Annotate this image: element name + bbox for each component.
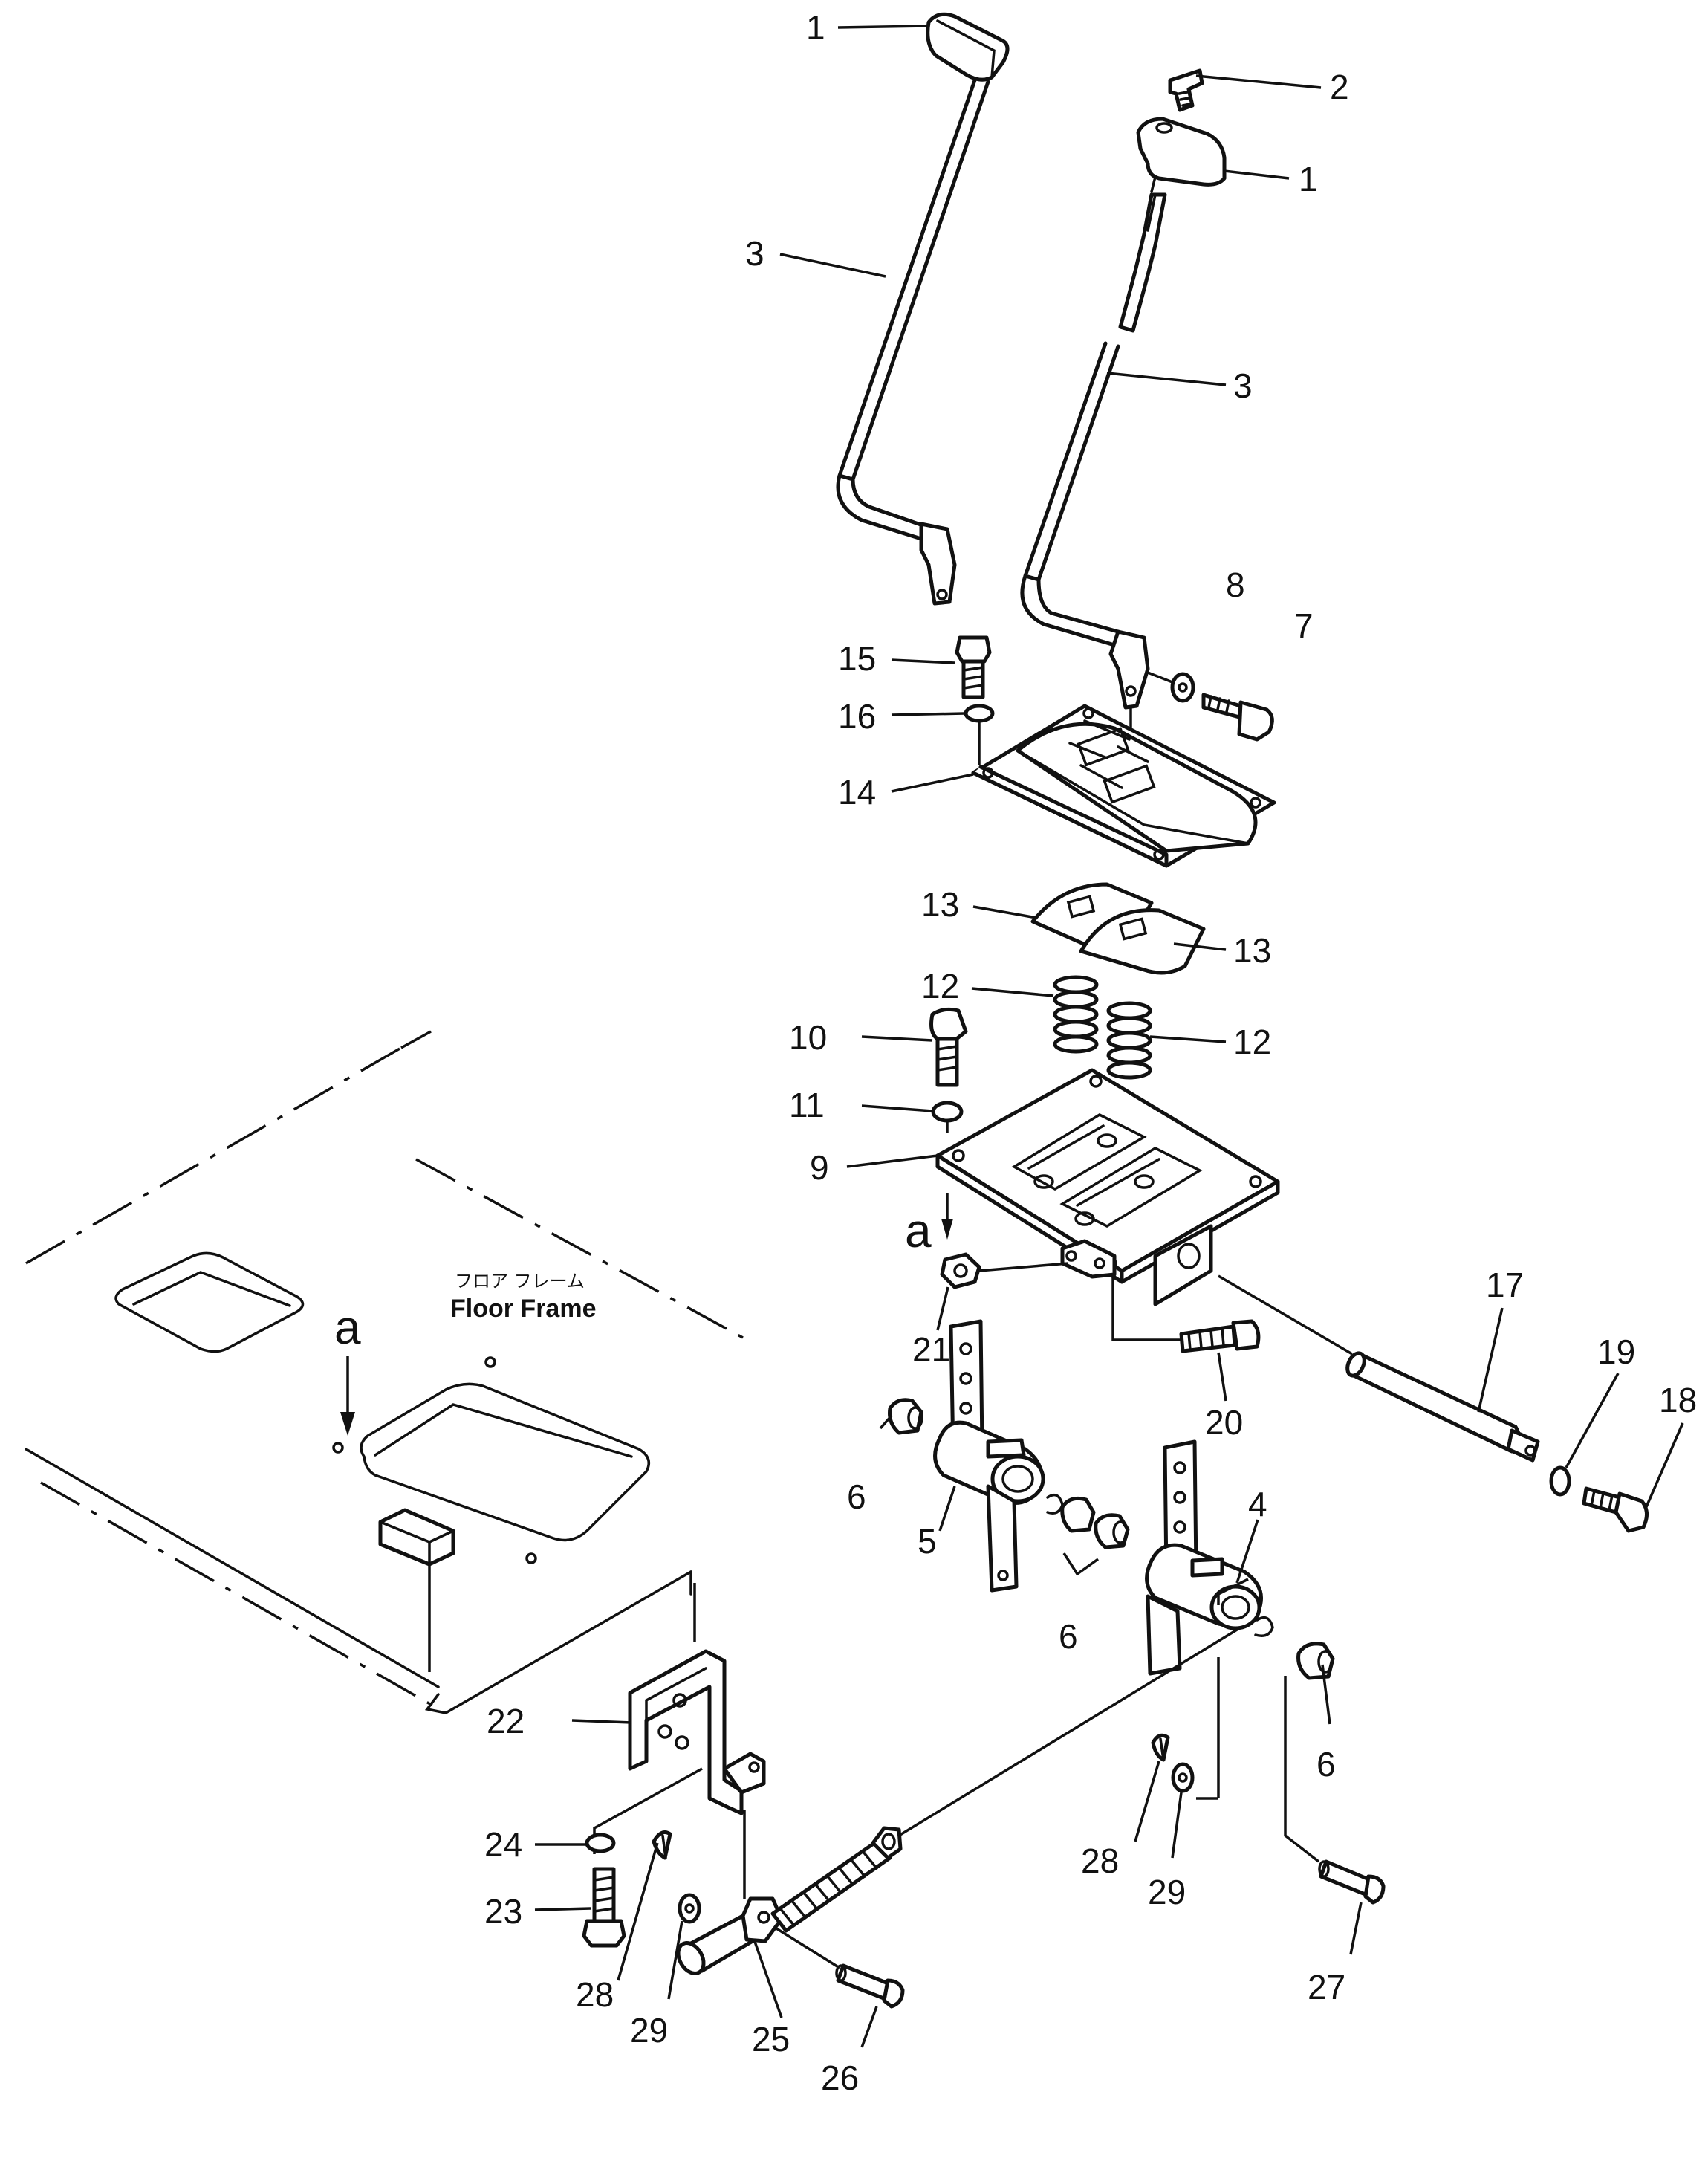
bolt-18 (1582, 1486, 1649, 1533)
callout-3-right: 3 (1233, 366, 1253, 405)
callout-2: 2 (1330, 68, 1349, 106)
bolt-7 (1201, 693, 1274, 742)
callout-17: 17 (1486, 1266, 1524, 1304)
floor-frame: フロア フレーム Floor Frame a (25, 1030, 744, 1714)
callout-28-right: 28 (1081, 1842, 1119, 1880)
washer-29-right (1171, 1762, 1195, 1793)
bolt-20 (1179, 1319, 1261, 1353)
callout-26: 26 (821, 2059, 859, 2097)
callout-1-left: 1 (806, 8, 825, 47)
nut-21 (940, 1252, 981, 1289)
cover-plate-14 (971, 704, 1276, 868)
pin-26 (835, 1963, 905, 2009)
bushing-6-c (1296, 1642, 1335, 1680)
callout-22: 22 (487, 1702, 525, 1740)
callout-15: 15 (838, 639, 876, 678)
rod-25 (676, 1626, 1242, 1975)
callout-4: 4 (1248, 1485, 1267, 1523)
callout-27: 27 (1308, 1968, 1345, 2006)
callout-5: 5 (918, 1522, 937, 1561)
bolt-10 (929, 1007, 968, 1087)
callout-24: 24 (484, 1825, 522, 1864)
cotter-pin-28-right (1151, 1733, 1170, 1762)
callout-29-left: 29 (630, 2011, 668, 2050)
callout-14: 14 (838, 773, 876, 812)
callout-6-c: 6 (1316, 1745, 1336, 1784)
pin-27 (1318, 1859, 1386, 1905)
callout-11: 11 (789, 1086, 825, 1124)
lever-arm-5 (933, 1319, 1064, 1593)
callout-12-left: 12 (921, 967, 959, 1005)
callout-9: 9 (810, 1148, 829, 1187)
bracket-22 (628, 1649, 766, 1815)
floor-frame-label-jp: フロア フレーム (455, 1271, 585, 1292)
lever-left (836, 12, 1010, 606)
washer-24 (585, 1833, 616, 1853)
callout-10: 10 (789, 1018, 827, 1057)
washer-19 (1549, 1465, 1571, 1497)
callout-29-right: 29 (1148, 1873, 1186, 1911)
bolt-23 (582, 1867, 626, 1948)
callout-8: 8 (1226, 566, 1245, 604)
callout-1-right: 1 (1299, 160, 1318, 198)
washer-11 (931, 1101, 964, 1123)
callout-20: 20 (1205, 1403, 1243, 1442)
callout-3-left: 3 (745, 234, 764, 273)
washer-16 (964, 704, 995, 723)
bushing-6-b (1060, 1496, 1130, 1549)
bracket-plate-9 (935, 1068, 1280, 1306)
callout-23: 23 (484, 1892, 522, 1931)
callout-13-left: 13 (921, 885, 959, 924)
callout-25: 25 (752, 2020, 790, 2059)
bolt-15 (955, 635, 992, 699)
spring-12-left (1053, 975, 1099, 1054)
callout-leaders (534, 25, 1684, 2048)
floor-frame-label: Floor Frame (450, 1295, 596, 1323)
bushing-6-a (888, 1398, 923, 1435)
callout-18: 18 (1659, 1381, 1697, 1419)
shaft-17 (1345, 1351, 1540, 1463)
callout-19: 19 (1597, 1332, 1635, 1371)
callout-numbers: 1 2 1 3 3 8 7 15 16 14 13 13 12 12 10 11… (484, 8, 1697, 2097)
spring-12-right (1106, 1001, 1152, 1080)
washer-29-left (678, 1893, 701, 1924)
callout-12-right: 12 (1233, 1023, 1271, 1061)
callout-28-left: 28 (576, 1975, 614, 2014)
screw-2 (1168, 68, 1204, 112)
lever-arm-4 (1145, 1439, 1274, 1676)
callout-13-right: 13 (1233, 931, 1271, 970)
reference-mark-a-floor: a (334, 1300, 361, 1354)
callout-6-b: 6 (1059, 1617, 1078, 1656)
callout-7: 7 (1294, 606, 1314, 645)
callout-21: 21 (912, 1330, 950, 1369)
cap-13-right (1079, 908, 1206, 975)
callout-16: 16 (838, 697, 876, 736)
lever-right (1020, 117, 1227, 747)
washer-8 (1170, 672, 1195, 703)
callout-6-a: 6 (847, 1477, 866, 1516)
reference-mark-a-plate: a (905, 1204, 932, 1257)
